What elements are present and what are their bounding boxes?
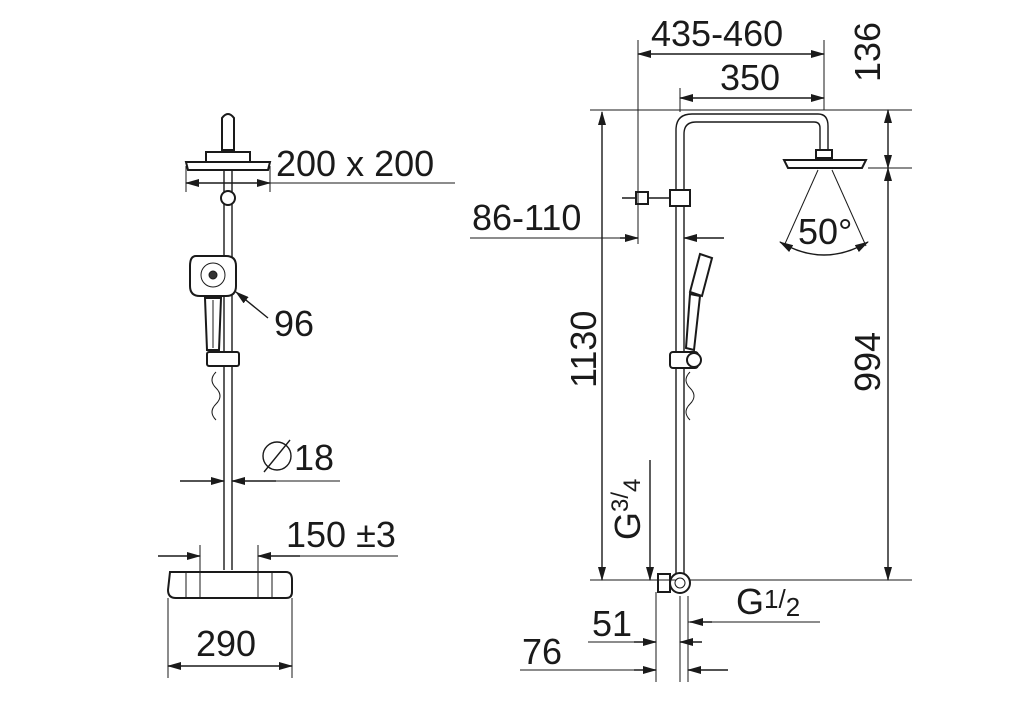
front-view: 200 x 200 96 18 150 ±3 (158, 113, 455, 678)
center-distance-label: 150 ±3 (286, 514, 396, 555)
side-rain-head (782, 159, 868, 169)
head-stem (221, 113, 235, 151)
side-view: 50° 435-460 350 136 86-110 (470, 13, 912, 682)
head-height-label: 994 (847, 332, 888, 392)
thermostat-body (166, 571, 293, 599)
side-hand-shower (688, 252, 714, 298)
thermostat-width-label: 290 (196, 623, 256, 664)
spray-angle-label: 50° (798, 211, 852, 252)
wall-distance-label: 86-110 (472, 197, 581, 238)
riser-and-arm-outer (675, 113, 829, 578)
diameter-label: 18 (294, 437, 334, 478)
offset-large-label: 76 (522, 631, 562, 672)
projection-label: 435-460 (651, 13, 783, 54)
riser-and-arm-inner (683, 121, 821, 578)
inlet-nut (669, 572, 691, 594)
inlet-thread-main: G3/4 (607, 479, 648, 540)
arm-length-label: 350 (720, 57, 780, 98)
head-size-label: 200 x 200 (276, 143, 434, 184)
total-height-label: 1130 (563, 311, 604, 388)
hand-shower-label: 96 (274, 303, 314, 344)
head-drop-label: 136 (847, 22, 888, 82)
outlet-thread: G1/2 (736, 581, 800, 622)
offset-small-label: 51 (592, 603, 632, 644)
rain-shower-head (184, 161, 272, 171)
slider-holder (206, 351, 240, 367)
diameter-symbol (262, 441, 292, 471)
